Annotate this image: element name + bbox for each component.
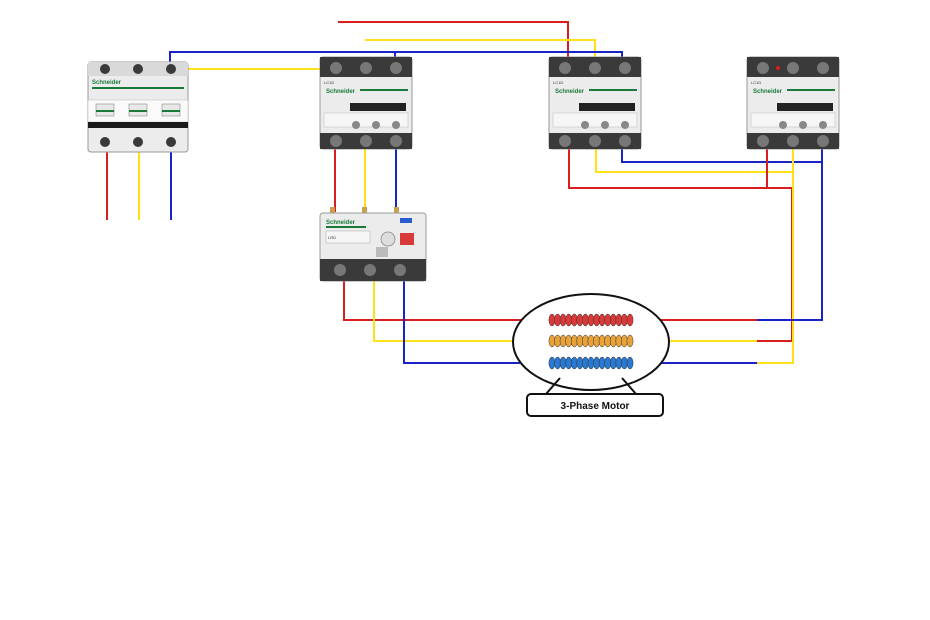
coil-orange-turn	[565, 334, 573, 348]
coil-orange-turn	[559, 334, 567, 348]
coil-blue-turn	[587, 356, 595, 370]
coil-red-turn	[621, 313, 628, 327]
coil-orange-turn	[609, 334, 617, 348]
coil-blue-turn	[604, 356, 612, 370]
svg-text:LC1D: LC1D	[751, 80, 761, 85]
contactor-1: LC1D Schneider	[319, 56, 413, 150]
coil-blue-turn	[621, 356, 628, 370]
svg-text:LC1D: LC1D	[553, 80, 563, 85]
overload-test-button[interactable]	[400, 233, 414, 245]
overload-relay-brand-label: Schneider	[326, 220, 356, 226]
coil-orange-turn	[582, 334, 589, 348]
coil-orange-turn	[548, 334, 556, 348]
coil-blue-turn	[570, 356, 578, 370]
motor-label: 3-Phase Motor	[561, 401, 630, 412]
coil-blue-turn	[548, 356, 556, 370]
contactor-3-blue-out-wire	[757, 148, 823, 321]
coil-blue-turn	[582, 356, 589, 370]
coil-red-turn	[548, 313, 556, 327]
coil-orange-turn	[570, 334, 578, 348]
contactor-3: LC1D Schneider	[746, 56, 840, 150]
coil-orange-turn	[604, 334, 612, 348]
coil-red-turn	[626, 313, 634, 327]
contactor-2-brand-label: Schneider	[555, 89, 585, 95]
coil-red-turn	[570, 313, 578, 327]
coil-blue-turn	[609, 356, 617, 370]
coil-red-turn	[559, 313, 567, 327]
coil-red-turn	[598, 313, 606, 327]
coil-red-turn	[565, 313, 573, 327]
coil-red-turn	[604, 313, 612, 327]
contactor-2: LC1D Schneider	[548, 56, 642, 150]
overload-red-to-motor-wire	[343, 274, 548, 321]
coil-orange-turn	[587, 334, 595, 348]
coil-red-turn	[587, 313, 595, 327]
coil-blue-turn	[598, 356, 606, 370]
contactor-3-brand-label: Schneider	[753, 89, 783, 95]
coil-orange-turn	[626, 334, 634, 348]
overload-blue-to-motor-wire	[403, 274, 548, 364]
overload-adjust-dial[interactable]	[380, 231, 396, 247]
svg-text:LRD: LRD	[328, 235, 336, 240]
coil-red-turn	[582, 313, 589, 327]
coil-orange-turn	[598, 334, 606, 348]
contactor-3-yellow-out-wire	[757, 148, 794, 364]
motor-coil-orange	[548, 334, 634, 348]
overload-relay: Schneider LRD	[319, 207, 427, 282]
circuit-breaker: Schneider	[87, 61, 189, 153]
motor-label-box	[526, 393, 664, 417]
contactor-2-blue-out-wire	[621, 148, 822, 163]
coil-blue-turn	[565, 356, 573, 370]
coil-blue-turn	[559, 356, 567, 370]
contactor-2-yellow-out-wire	[595, 148, 792, 173]
svg-text:LC1D: LC1D	[324, 80, 334, 85]
overload-yellow-to-motor-wire	[373, 274, 548, 342]
contactor-1-brand-label: Schneider	[326, 89, 356, 95]
breaker-brand-label: Schneider	[92, 80, 122, 86]
coil-orange-turn	[621, 334, 628, 348]
three-phase-motor: 3-Phase Motor	[512, 293, 670, 417]
wiring	[106, 21, 823, 364]
coil-blue-turn	[626, 356, 634, 370]
motor-coil-red	[548, 313, 634, 327]
motor-coil-blue	[548, 356, 634, 370]
coil-red-turn	[609, 313, 617, 327]
